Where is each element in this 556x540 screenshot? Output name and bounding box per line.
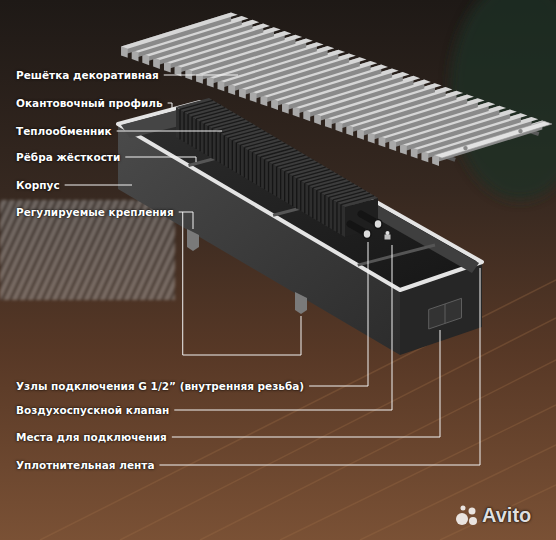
background-grille (0, 200, 175, 300)
fin (312, 188, 313, 218)
leader-line (309, 242, 368, 386)
fin (292, 176, 293, 206)
decorative-grate (121, 12, 552, 166)
mounting-bracket (187, 229, 199, 251)
fin (328, 197, 329, 227)
part-label: Уплотнительная лента (16, 459, 154, 472)
fin (264, 159, 265, 189)
fin (300, 181, 301, 211)
part-label: Теплообменник (16, 125, 112, 138)
mounting-bracket (295, 292, 307, 314)
fin (308, 186, 309, 216)
leader-line (125, 157, 196, 162)
part-label: Места для подключения (16, 431, 167, 444)
screw-hole (518, 129, 522, 133)
grate-slat (121, 12, 238, 57)
fin (183, 112, 184, 142)
fin (268, 162, 269, 192)
air-valve (384, 231, 391, 240)
fin (240, 145, 241, 175)
fin (340, 205, 341, 235)
fin (280, 169, 281, 199)
leader-line (168, 103, 172, 109)
fin (220, 133, 221, 163)
leader-line (117, 131, 222, 132)
part-label: Корпус (16, 179, 60, 192)
fin (191, 117, 192, 147)
heat-exchanger-side (176, 107, 345, 237)
slat-top (132, 16, 249, 52)
leader-line (164, 75, 238, 76)
leader-line (183, 212, 301, 355)
fin (341, 196, 374, 205)
part-label: Решётка декоративная (16, 69, 159, 82)
fin (187, 114, 188, 144)
part-label: Окантовочный профиль (16, 97, 163, 110)
grate-end-profile (434, 121, 552, 158)
fin (296, 178, 297, 208)
fin (179, 109, 180, 139)
fin (228, 138, 229, 168)
fin (232, 140, 233, 170)
leader-line (65, 185, 132, 186)
fin (212, 128, 213, 158)
part-label: Рёбра жёсткости (16, 151, 120, 164)
fin (236, 143, 237, 173)
part-label: Узлы подключения G 1/2” (внутренняя резь… (16, 380, 304, 393)
part-label: Регулируемые крепления (16, 206, 174, 219)
connection-panel (429, 298, 462, 329)
screw-hole (463, 146, 467, 150)
fin (256, 155, 257, 185)
slat-top (121, 12, 238, 48)
leader-line (159, 268, 480, 465)
fin (332, 200, 333, 230)
fin (272, 164, 273, 194)
part-label: Воздухоспускной клапан (16, 404, 169, 417)
fin (224, 136, 225, 166)
fin (284, 171, 285, 201)
connection-pipes (350, 214, 382, 239)
fin (199, 121, 200, 151)
fin (260, 157, 261, 187)
fin (244, 147, 245, 177)
fin (288, 174, 289, 204)
leader-line (179, 212, 193, 229)
fin (304, 183, 305, 213)
fin (252, 152, 253, 182)
fin (204, 124, 205, 154)
fin (324, 195, 325, 225)
fin (276, 167, 277, 197)
fin (320, 193, 321, 223)
fin (316, 190, 317, 220)
fin (195, 119, 196, 149)
watermark: Avito (482, 504, 531, 527)
watermark-logo (456, 506, 477, 526)
fin (216, 131, 217, 161)
fin (248, 150, 249, 180)
fin (336, 202, 337, 232)
connection-panel-divider (445, 304, 446, 324)
